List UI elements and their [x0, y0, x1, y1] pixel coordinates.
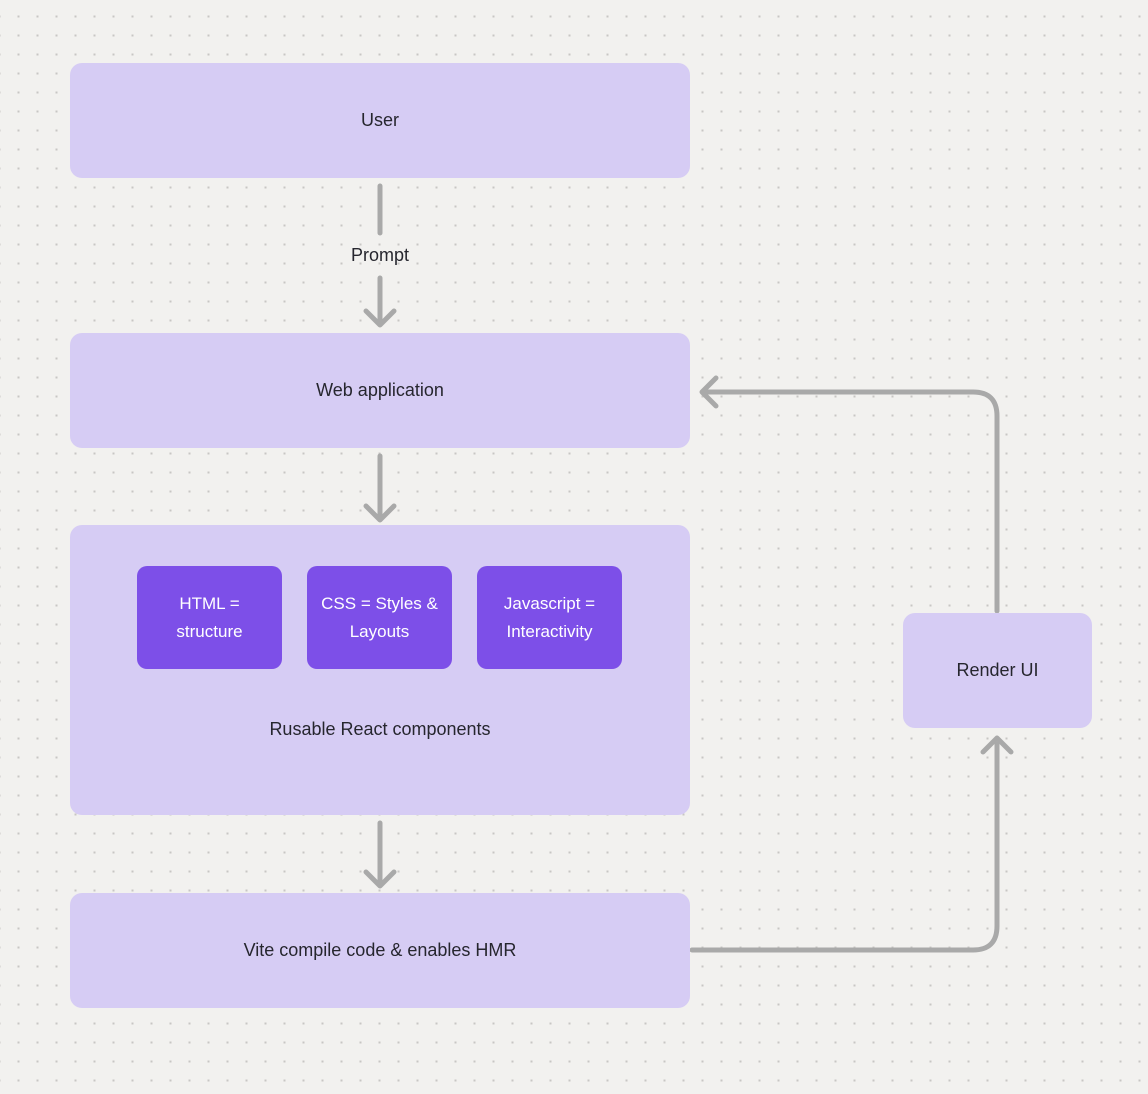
arrow-left-icon — [699, 375, 719, 409]
arrow-up-icon — [980, 735, 1014, 755]
node-vite-label: Vite compile code & enables HMR — [243, 940, 517, 960]
node-javascript[interactable]: Javascript = Interactivity — [477, 566, 622, 669]
node-html-label: HTML = structure — [176, 593, 243, 641]
node-web-application[interactable]: Web application — [70, 333, 690, 448]
node-components-group[interactable]: HTML = structure CSS = Styles & Layouts … — [70, 525, 690, 815]
node-vite[interactable]: Vite compile code & enables HMR — [70, 893, 690, 1008]
connector-web-application-to-components — [363, 453, 397, 523]
node-javascript-label: Javascript = Interactivity — [503, 593, 596, 641]
node-render-ui[interactable]: Render UI — [903, 613, 1092, 728]
arrow-down-icon — [363, 308, 397, 328]
node-render-ui-label: Render UI — [956, 660, 1039, 680]
node-css-label: CSS = Styles & Layouts — [321, 593, 438, 641]
connector-segment — [689, 741, 1000, 953]
edge-label-prompt: Prompt — [350, 245, 410, 265]
connector-components-to-vite — [363, 820, 397, 889]
node-css[interactable]: CSS = Styles & Layouts — [307, 566, 452, 669]
connector-segment — [704, 389, 1000, 614]
connector-render-ui-to-web-application — [699, 375, 1000, 614]
node-html[interactable]: HTML = structure — [137, 566, 282, 669]
node-user[interactable]: User — [70, 63, 690, 178]
connector-vite-to-render-ui — [689, 735, 1014, 953]
node-web-application-label: Web application — [316, 380, 444, 400]
arrow-down-icon — [363, 869, 397, 889]
node-user-label: User — [360, 110, 399, 130]
node-components-group-label: Rusable React components — [269, 719, 491, 739]
arrow-down-icon — [363, 503, 397, 523]
